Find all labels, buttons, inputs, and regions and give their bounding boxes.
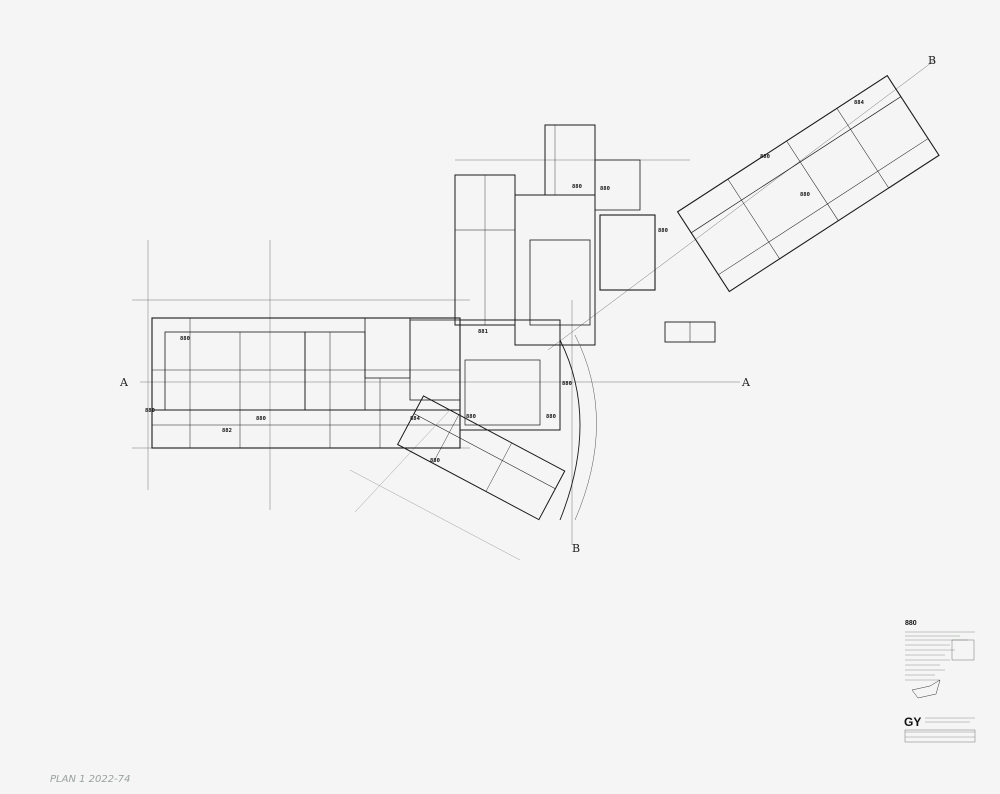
room-numbers: 880 880 882 880 884 880 880 881 880 880 … bbox=[145, 100, 865, 464]
room-number: 880 bbox=[145, 408, 155, 414]
room-number: 880 bbox=[760, 154, 770, 160]
room-number: 880 bbox=[572, 184, 582, 190]
room-number: 881 bbox=[478, 329, 489, 335]
annex bbox=[664, 321, 716, 343]
margin-note: PLAN 1 2022-74 bbox=[50, 774, 130, 785]
curved-corridor-inner bbox=[574, 334, 597, 521]
title-block-logo: GY bbox=[904, 715, 921, 729]
room-number: 880 bbox=[562, 381, 572, 387]
room-number: 880 bbox=[658, 228, 668, 234]
room-number: 880 bbox=[256, 416, 266, 422]
room-number: 884 bbox=[410, 416, 421, 422]
title-block: 880 GY bbox=[904, 620, 976, 743]
room-number: 880 bbox=[180, 336, 190, 342]
section-marker-a-east: A bbox=[741, 376, 751, 389]
key-plan-thumbnail bbox=[911, 679, 941, 699]
title-block-number: 880 bbox=[905, 620, 917, 627]
room-number: 884 bbox=[854, 100, 865, 106]
section-marker-b-north: B bbox=[928, 54, 936, 67]
curved-corridor bbox=[559, 339, 581, 521]
room-number: 880 bbox=[600, 186, 610, 192]
south-east-wing bbox=[396, 395, 566, 521]
section-marker-a-west: A bbox=[119, 376, 129, 389]
room-number: 880 bbox=[800, 192, 810, 198]
room-number: 880 bbox=[430, 458, 440, 464]
west-wing bbox=[151, 317, 461, 449]
section-marker-b-south: B bbox=[572, 542, 580, 555]
room-number: 880 bbox=[546, 414, 556, 420]
north-east-wing bbox=[676, 74, 940, 293]
room-number: 880 bbox=[466, 414, 476, 420]
room-number: 882 bbox=[222, 428, 232, 434]
central-block bbox=[454, 124, 656, 431]
